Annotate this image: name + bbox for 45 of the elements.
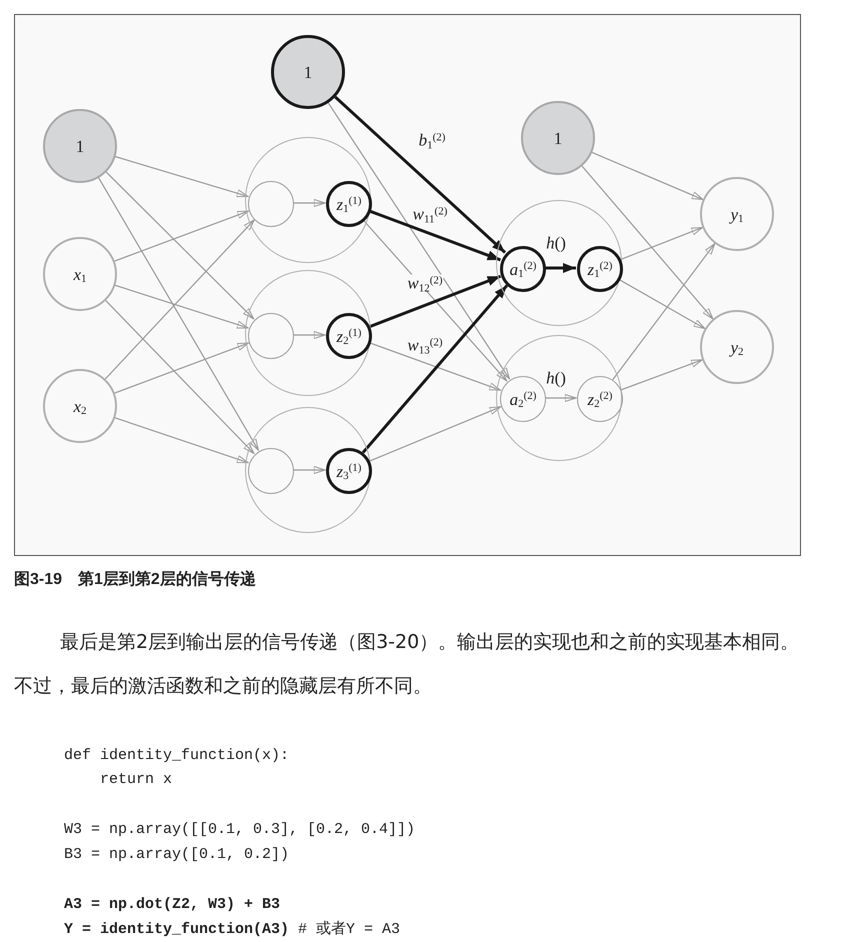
arrow [362, 284, 508, 454]
arrow [106, 172, 254, 320]
arrow [592, 152, 704, 200]
arrow [104, 219, 255, 380]
figure-caption: 图3-19 第1层到第2层的信号传递 [14, 569, 256, 590]
edge-label: h() [545, 234, 567, 252]
arrow [618, 278, 706, 330]
arrow [293, 331, 326, 339]
arrow [334, 96, 506, 254]
arrow [328, 102, 510, 380]
arrow [293, 466, 326, 474]
arrow [115, 284, 249, 329]
arrow [545, 394, 576, 402]
neuron-label: y$_{2}$ [730, 338, 744, 356]
arrow [105, 300, 254, 454]
code-line: Y = identity_function(A3) # 或者Y = A3 [64, 922, 400, 937]
arrow [620, 359, 703, 391]
arrow [115, 156, 248, 198]
arrow [369, 210, 501, 262]
body-paragraph: 最后是第2层到输出层的信号传递（图3-20）。输出层的实现也和之前的实现基本相同。不过，最后的激活函数和之前的隐藏层有所不同。 [14, 630, 800, 699]
arrow [369, 342, 501, 391]
arrow [114, 210, 249, 262]
neuron-label: y$_{1}$ [730, 206, 744, 222]
code-line: A3 = np.dot(Z2, W3) + B3 [64, 897, 280, 912]
code-line: B3 = np.array([0.1, 0.2]) [64, 847, 290, 862]
neuron-label: x$_{1}$ [73, 266, 87, 282]
arrow [582, 166, 714, 320]
neuron-label: x$_{2}$ [73, 398, 87, 414]
code-line: def identity_function(x): [64, 748, 290, 763]
arrow [98, 178, 259, 451]
neuron-label: 1 [554, 130, 562, 146]
arrow [612, 243, 716, 380]
edge-label: h() [545, 370, 567, 386]
arrow [369, 406, 502, 462]
code-line: W3 = np.array([[0.1, 0.3], [0.2, 0.4]]) [64, 822, 416, 837]
arrow [362, 220, 508, 382]
neuron-label: 1 [76, 138, 84, 154]
arrow [620, 226, 704, 260]
arrow [293, 199, 326, 207]
arrow [114, 417, 249, 464]
neuron-label: 1 [304, 64, 312, 80]
arrow [114, 342, 249, 394]
arrow [545, 263, 576, 273]
arrow [368, 274, 502, 328]
code-line: return x [99, 772, 172, 787]
